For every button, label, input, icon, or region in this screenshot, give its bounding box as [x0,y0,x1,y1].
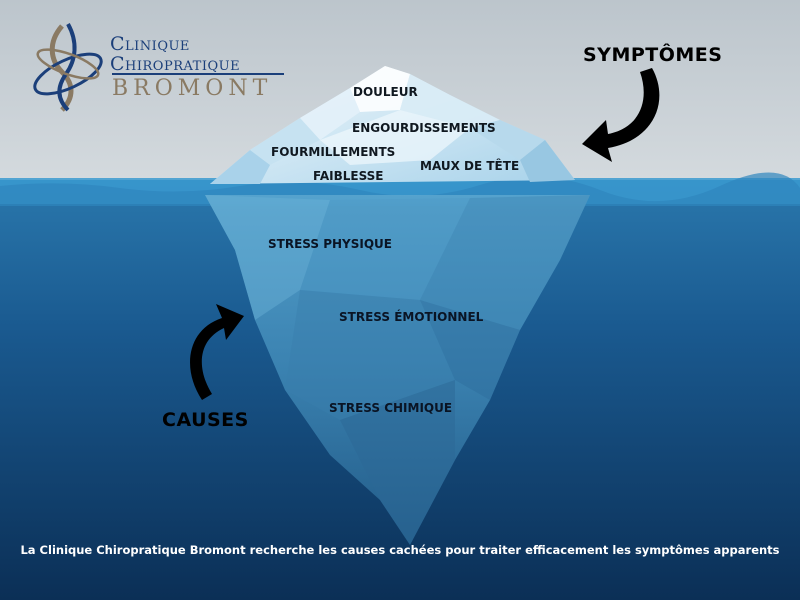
submerged-iceberg [205,195,590,545]
causes-arrow-icon [190,304,244,400]
symptom-label-faiblesse: FAIBLESSE [313,169,384,183]
symptom-label-fourmillements: FOURMILLEMENTS [271,145,396,159]
caption-text: La Clinique Chiropratique Bromont recher… [20,543,780,557]
symptoms-arrow-icon [582,68,660,162]
symptom-label-engourdissements: ENGOURDISSEMENTS [352,121,496,135]
water-ripples [0,172,800,206]
symptoms-title: SYMPTÔMES [583,44,723,66]
symptom-label-maux-de-tete: MAUX DE TÊTE [420,159,520,173]
logo-line-bromont: BROMONT [112,76,273,101]
symptom-label-douleur: DOULEUR [353,85,418,99]
clinic-logo: Clinique Chiropratique BROMONT [28,20,293,112]
cause-label-stress-chimique: STRESS CHIMIQUE [329,401,453,415]
logo-line-clinique: Clinique [110,33,190,55]
cause-label-stress-physique: STRESS PHYSIQUE [268,237,392,251]
logo-divider [112,73,284,75]
logo-emblem-icon [33,23,103,112]
logo-line-chiropratique: Chiropratique [110,53,241,75]
cause-label-stress-emotionnel: STRESS ÉMOTIONNEL [339,310,484,324]
iceberg-tip [210,66,575,184]
causes-title: CAUSES [162,409,249,431]
